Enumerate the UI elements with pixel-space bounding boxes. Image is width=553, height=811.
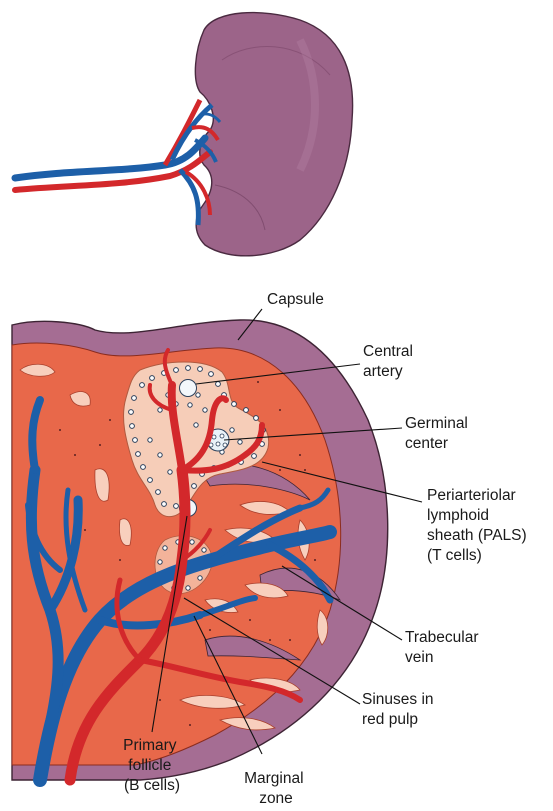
splenic-vessels bbox=[15, 100, 220, 225]
label-primary-follicle: Primary follicle (B cells) bbox=[123, 737, 181, 794]
label-marginal-zone: Marginal zone bbox=[244, 770, 308, 807]
label-pals: Periarteriolar lymphoid sheath (PALS) (T… bbox=[427, 487, 531, 564]
label-capsule: Capsule bbox=[267, 291, 324, 308]
label-sinuses: Sinuses in red pulp bbox=[362, 691, 438, 728]
whole-spleen bbox=[15, 13, 353, 256]
follicle-top bbox=[180, 380, 197, 397]
spleen-organ bbox=[195, 13, 352, 256]
label-germinal-center: Germinal center bbox=[405, 415, 472, 452]
spleen-cross-section bbox=[12, 320, 388, 780]
label-trabecular-vein: Trabecular vein bbox=[405, 629, 483, 666]
label-central-artery: Central artery bbox=[363, 343, 417, 380]
